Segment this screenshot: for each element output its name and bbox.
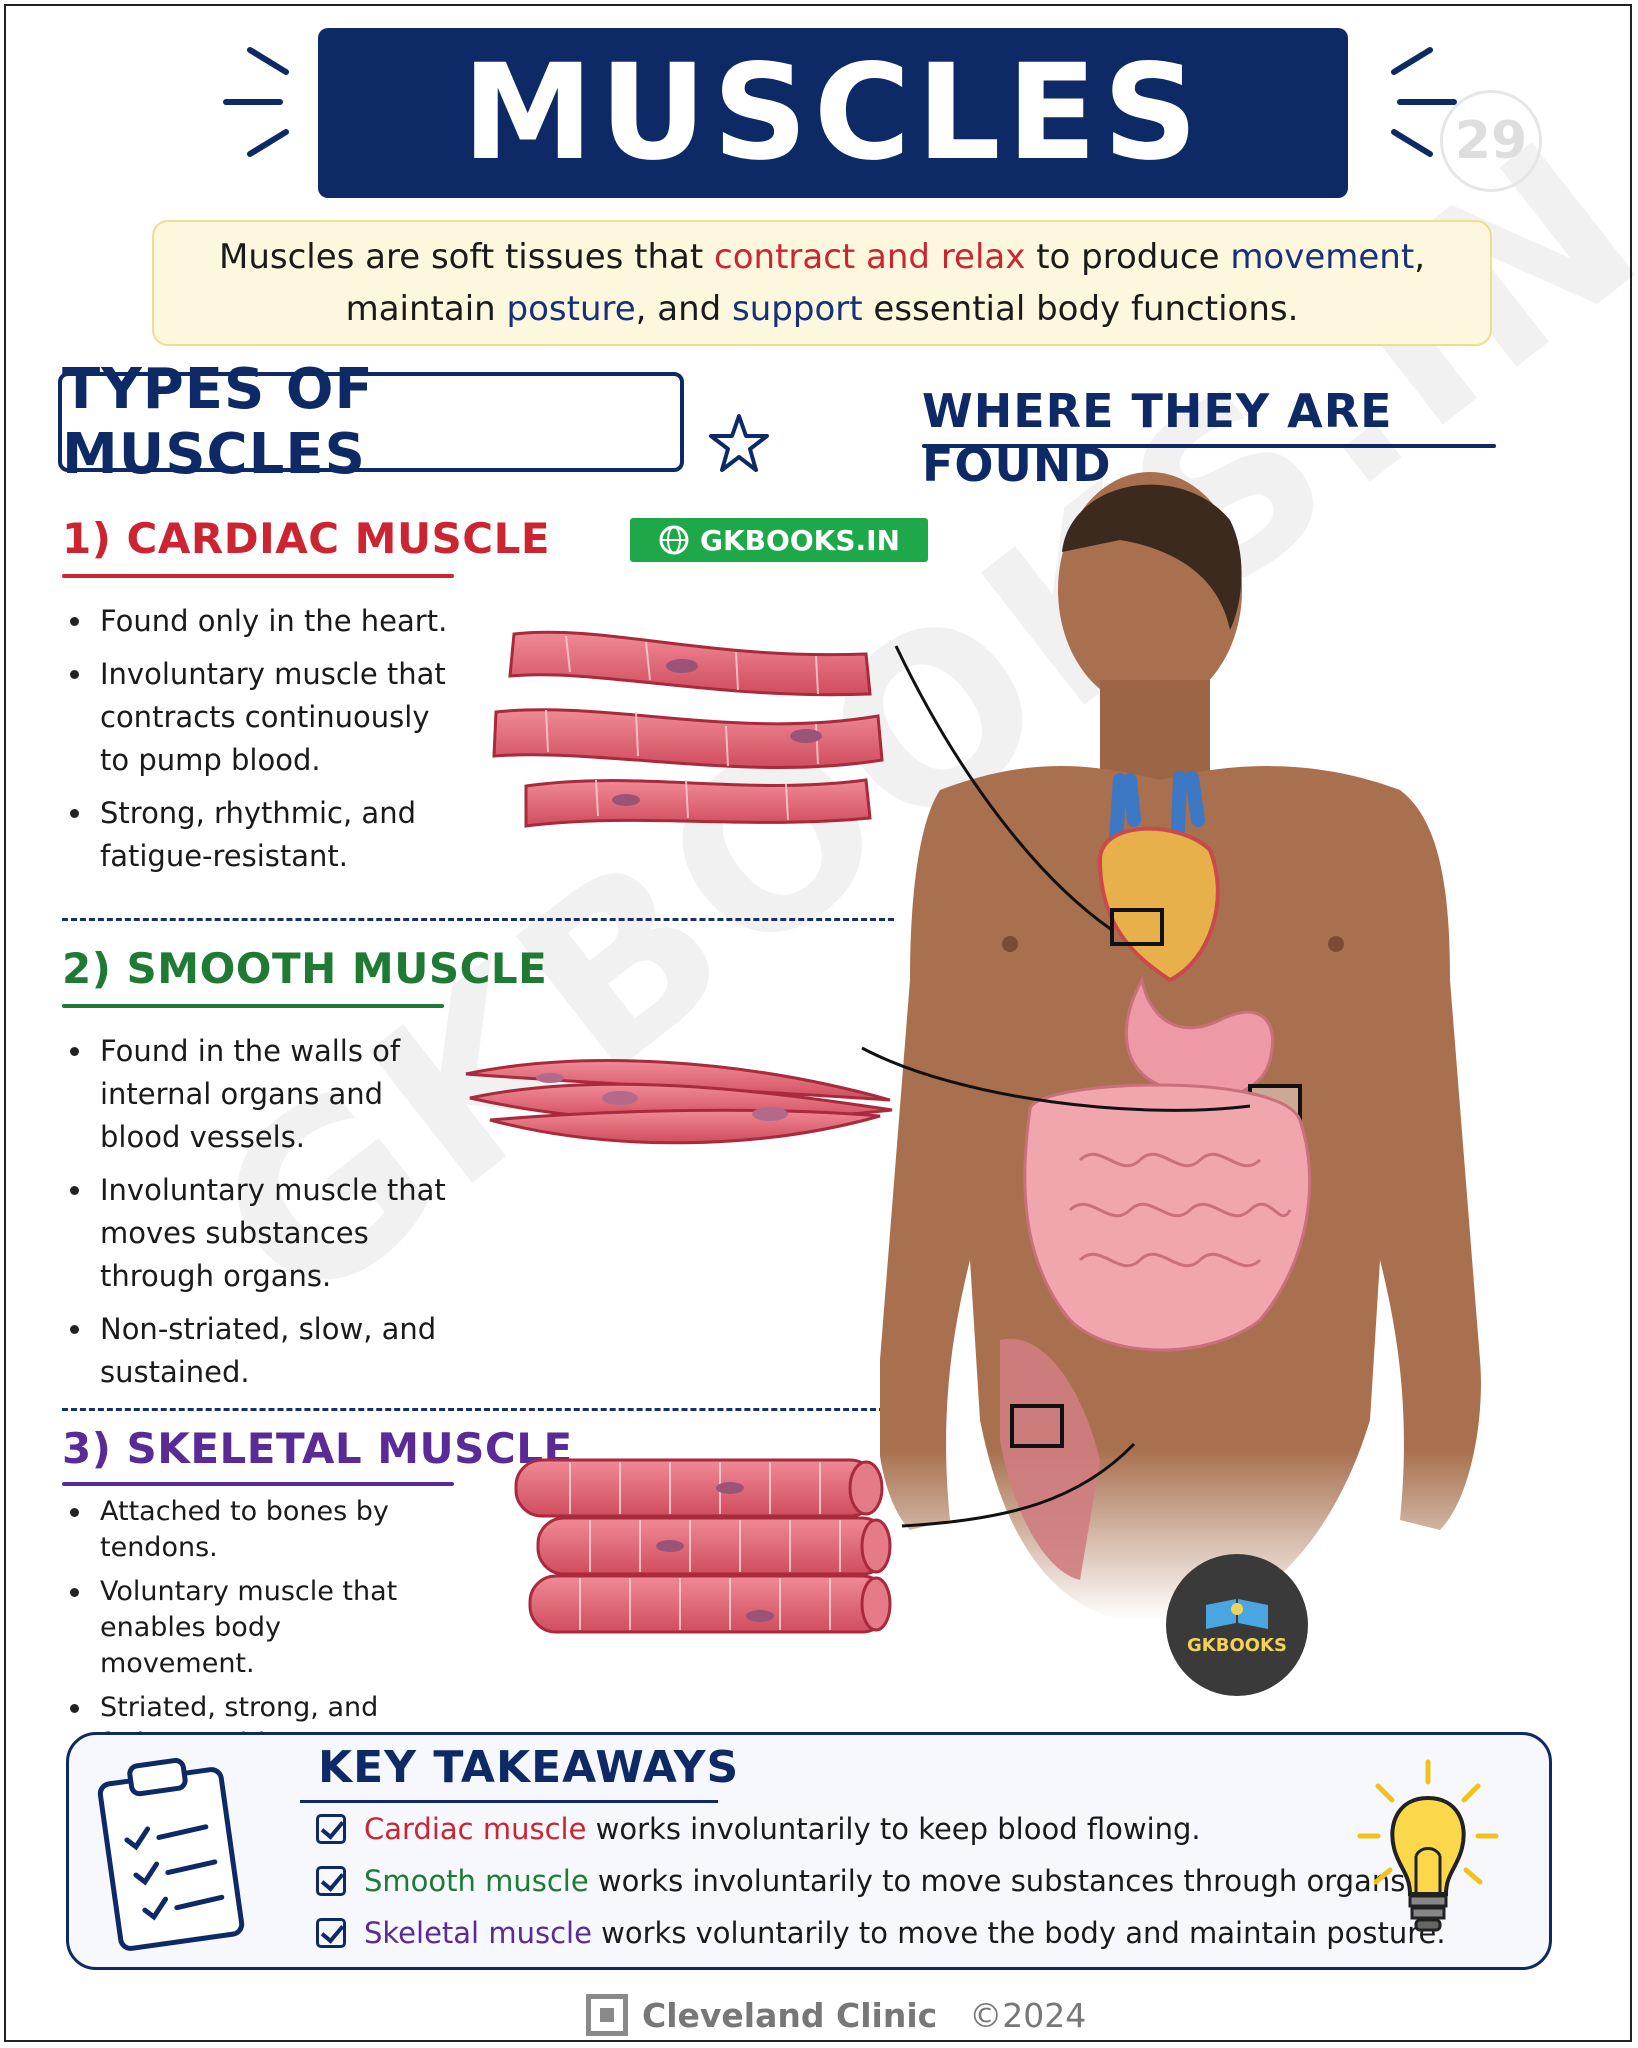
list-item: Attached to bones by tendons.: [62, 1494, 442, 1566]
intro-text: maintain: [345, 289, 507, 329]
smooth-heading: 2) SMOOTH MUSCLE: [62, 944, 548, 993]
cardiac-underline: [62, 574, 454, 578]
takeaway-highlight: Skeletal muscle: [364, 1916, 592, 1950]
skeletal-heading: 3) SKELETAL MUSCLE: [62, 1424, 573, 1473]
takeaway-row: Cardiac muscle works involuntarily to ke…: [316, 1812, 1201, 1846]
key-takeaways-title: KEY TAKEAWAYS: [318, 1742, 740, 1793]
gkbooks-text: GKBOOKS.IN: [700, 523, 900, 557]
intro-highlight-contract: contract and relax: [714, 237, 1026, 277]
clipboard-icon: [97, 1758, 245, 1951]
intro-text: to produce: [1025, 237, 1231, 277]
footer: Cleveland Clinic ©2024: [586, 1990, 1086, 2040]
intro-text: , and: [635, 289, 733, 329]
intro-line-1: Muscles are soft tissues that contract a…: [219, 231, 1425, 283]
intro-highlight-posture: posture: [506, 289, 636, 329]
found-heading: WHERE THEY ARE FOUND: [922, 384, 1393, 492]
takeaway-highlight: Smooth muscle: [364, 1864, 589, 1898]
badge-text: GKBOOKS: [1187, 1634, 1287, 1656]
cardiac-heading: 1) CARDIAC MUSCLE: [62, 514, 551, 563]
checkbox-icon: [316, 1866, 346, 1896]
list-item: Found only in the heart.: [62, 600, 452, 643]
human-body-illustration: [880, 472, 1481, 1620]
takeaway-highlight: Cardiac muscle: [364, 1812, 587, 1846]
star-icon: [709, 414, 769, 472]
takeaway-rest: works voluntarily to move the body and m…: [591, 1916, 1446, 1950]
globe-icon: [659, 525, 689, 555]
key-takeaways-underline: [300, 1800, 718, 1803]
page-title: MUSCLES: [462, 36, 1204, 190]
cardiac-bullets: Found only in the heart. Involuntary mus…: [62, 600, 452, 888]
checkbox-icon: [316, 1814, 346, 1844]
gkbooks-badge: GKBOOKS: [1166, 1554, 1308, 1696]
title-banner: [318, 28, 1348, 198]
list-item: Involuntary muscle that contracts contin…: [62, 653, 452, 782]
section-divider: [62, 1408, 894, 1411]
section-divider: [62, 918, 894, 921]
page-number: 29: [1440, 90, 1542, 192]
list-item: Involuntary muscle that moves substances…: [62, 1169, 452, 1298]
takeaway-rest: works involuntarily to move substances t…: [588, 1864, 1415, 1898]
cardiac-muscle-illustration: [492, 630, 884, 828]
intro-highlight-movement: movement: [1230, 237, 1415, 277]
intro-text: ,: [1414, 237, 1426, 277]
intro-highlight-support: support: [732, 289, 863, 329]
smooth-bullets: Found in the walls of internal organs an…: [62, 1030, 452, 1404]
skeletal-underline: [62, 1482, 454, 1486]
footer-brand: Cleveland Clinic: [642, 1995, 938, 2035]
title-decor: [223, 47, 1457, 157]
list-item: Voluntary muscle that enables body movem…: [62, 1574, 442, 1682]
intro-text: essential body functions.: [862, 289, 1299, 329]
takeaway-row: Smooth muscle works involuntarily to mov…: [316, 1864, 1415, 1898]
key-takeaways-box: [66, 1732, 1552, 1970]
takeaway-text: Cardiac muscle works involuntarily to ke…: [364, 1812, 1201, 1846]
checkbox-icon: [316, 1918, 346, 1948]
list-item: Strong, rhythmic, and fatigue-resistant.: [62, 792, 452, 878]
smooth-muscle-illustration: [465, 1059, 893, 1145]
intro-box: Muscles are soft tissues that contract a…: [152, 220, 1492, 346]
takeaway-text: Smooth muscle works involuntarily to mov…: [364, 1864, 1415, 1898]
skeletal-muscle-illustration: [514, 1458, 892, 1634]
takeaway-text: Skeletal muscle works voluntarily to mov…: [364, 1916, 1446, 1950]
smooth-underline: [62, 1004, 444, 1008]
footer-year: ©2024: [969, 1995, 1087, 2035]
book-icon: [1206, 1598, 1268, 1629]
gkbooks-label: GKBOOKS.IN: [630, 518, 928, 562]
intro-text: Muscles are soft tissues that: [218, 237, 715, 277]
lightbulb-icon: [1357, 1759, 1499, 1932]
intro-line-2: maintain posture, and support essential …: [346, 283, 1299, 335]
found-underline: [922, 444, 1496, 448]
list-item: Non-striated, slow, and sustained.: [62, 1308, 452, 1394]
takeaway-rest: works involuntarily to keep blood flowin…: [586, 1812, 1201, 1846]
cleveland-clinic-logo: [586, 1994, 628, 2036]
takeaway-row: Skeletal muscle works voluntarily to mov…: [316, 1916, 1446, 1950]
list-item: Found in the walls of internal organs an…: [62, 1030, 452, 1159]
page-frame: [4, 4, 1632, 2042]
